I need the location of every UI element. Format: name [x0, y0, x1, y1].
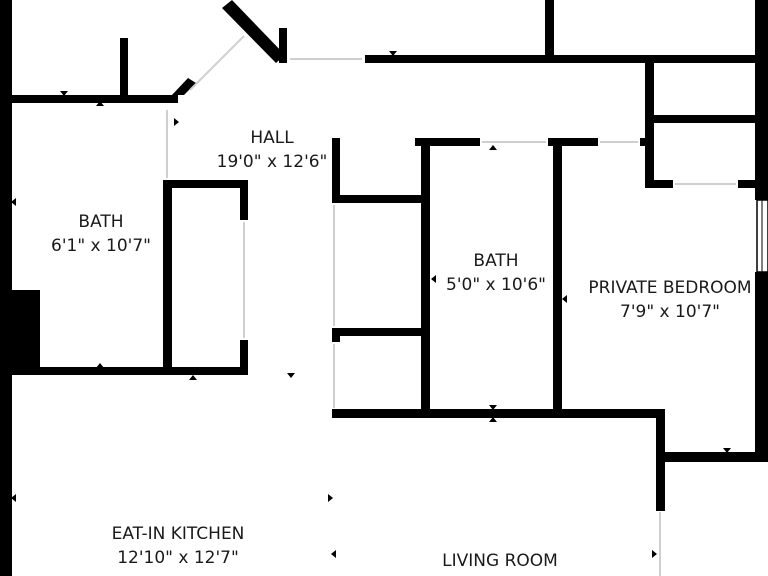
wall-bath2-right — [553, 138, 562, 418]
wall-outer-right-lower — [755, 272, 768, 462]
tick — [287, 373, 295, 378]
tick — [331, 550, 336, 558]
tick — [328, 494, 333, 502]
room-label-private-bedroom: PRIVATE BEDROOM 7'9" x 10'7" — [588, 276, 751, 324]
tick — [562, 295, 567, 303]
tick — [96, 363, 104, 368]
door-diagonal — [189, 35, 245, 91]
wall-right-closet-bottom — [645, 180, 673, 188]
room-name: BATH — [473, 251, 519, 271]
wall-center-top-run — [415, 138, 480, 146]
window-bedroom — [756, 199, 768, 273]
room-dims: 12'10" x 12'7" — [117, 548, 239, 568]
room-dims: 19'0" x 12'6" — [216, 152, 328, 172]
wall-right-closet-v — [645, 55, 654, 143]
wall-top-right-run — [645, 55, 755, 63]
wall-diagonal-upper — [222, 0, 285, 63]
wall-bath-top — [12, 95, 178, 103]
wall-center-top-run2 — [548, 138, 598, 146]
wall-diagonal-corner — [172, 78, 196, 95]
tick — [60, 91, 68, 96]
wall-right-closet-bottom2 — [738, 180, 755, 188]
room-label-bath-left: BATH 6'1" x 10'7" — [51, 210, 151, 258]
tick — [489, 417, 497, 422]
wall-bath-left-lower — [12, 290, 40, 375]
room-dims: 6'1" x 10'7" — [51, 236, 151, 256]
room-name: BATH — [78, 212, 124, 232]
tick — [723, 448, 731, 453]
wall-center-top-left — [332, 138, 340, 203]
tick — [489, 405, 497, 410]
wall-outer-right — [755, 0, 768, 200]
tick — [189, 375, 197, 380]
wall-bath-right — [163, 180, 172, 375]
wall-closet-right-lower — [240, 340, 248, 375]
wall-closet2-left — [332, 328, 340, 342]
wall-top-left-stub — [120, 38, 128, 100]
room-name: EAT-IN KITCHEN — [111, 524, 245, 544]
wall-bath2-left — [421, 138, 430, 418]
room-label-bath-center: BATH 5'0" x 10'6" — [446, 249, 546, 297]
room-name: PRIVATE BEDROOM — [588, 278, 752, 298]
wall-upper-stub — [279, 28, 287, 63]
wall-bedroom-bottom — [656, 452, 768, 462]
room-dims: 5'0" x 10'6" — [446, 275, 546, 295]
tick — [652, 550, 657, 558]
room-dims: 7'9" x 10'7" — [620, 302, 720, 322]
wall-top-run — [365, 55, 645, 63]
openings — [166, 35, 736, 576]
room-name: LIVING ROOM — [442, 551, 558, 571]
wall-center-top-run3 — [640, 138, 654, 146]
tick — [389, 51, 397, 56]
tick — [489, 145, 497, 150]
wall-closet1-bottom — [332, 195, 427, 203]
room-label-living-room: LIVING ROOM — [442, 549, 558, 573]
room-label-eat-in-kitchen: EAT-IN KITCHEN 12'10" x 12'7" — [112, 522, 245, 570]
room-name: HALL — [250, 128, 294, 148]
wall-right-closet-v2 — [645, 115, 654, 188]
wall-right-closet-h — [645, 115, 755, 123]
wall-top-pillar — [545, 0, 554, 63]
wall-closet-right-upper — [240, 180, 248, 220]
tick — [11, 198, 16, 206]
tick — [96, 101, 104, 106]
wall-center-bottom — [332, 409, 665, 418]
wall-outer-left — [0, 0, 12, 576]
tick — [174, 118, 179, 126]
tick — [431, 275, 436, 283]
wall-closet2-top — [332, 328, 427, 336]
wall-closet-top — [163, 180, 248, 188]
room-label-hall: HALL 19'0" x 12'6" — [217, 126, 328, 174]
tick — [11, 494, 16, 502]
wall-bath-bottom — [12, 367, 248, 375]
dimension-ticks — [11, 51, 731, 558]
